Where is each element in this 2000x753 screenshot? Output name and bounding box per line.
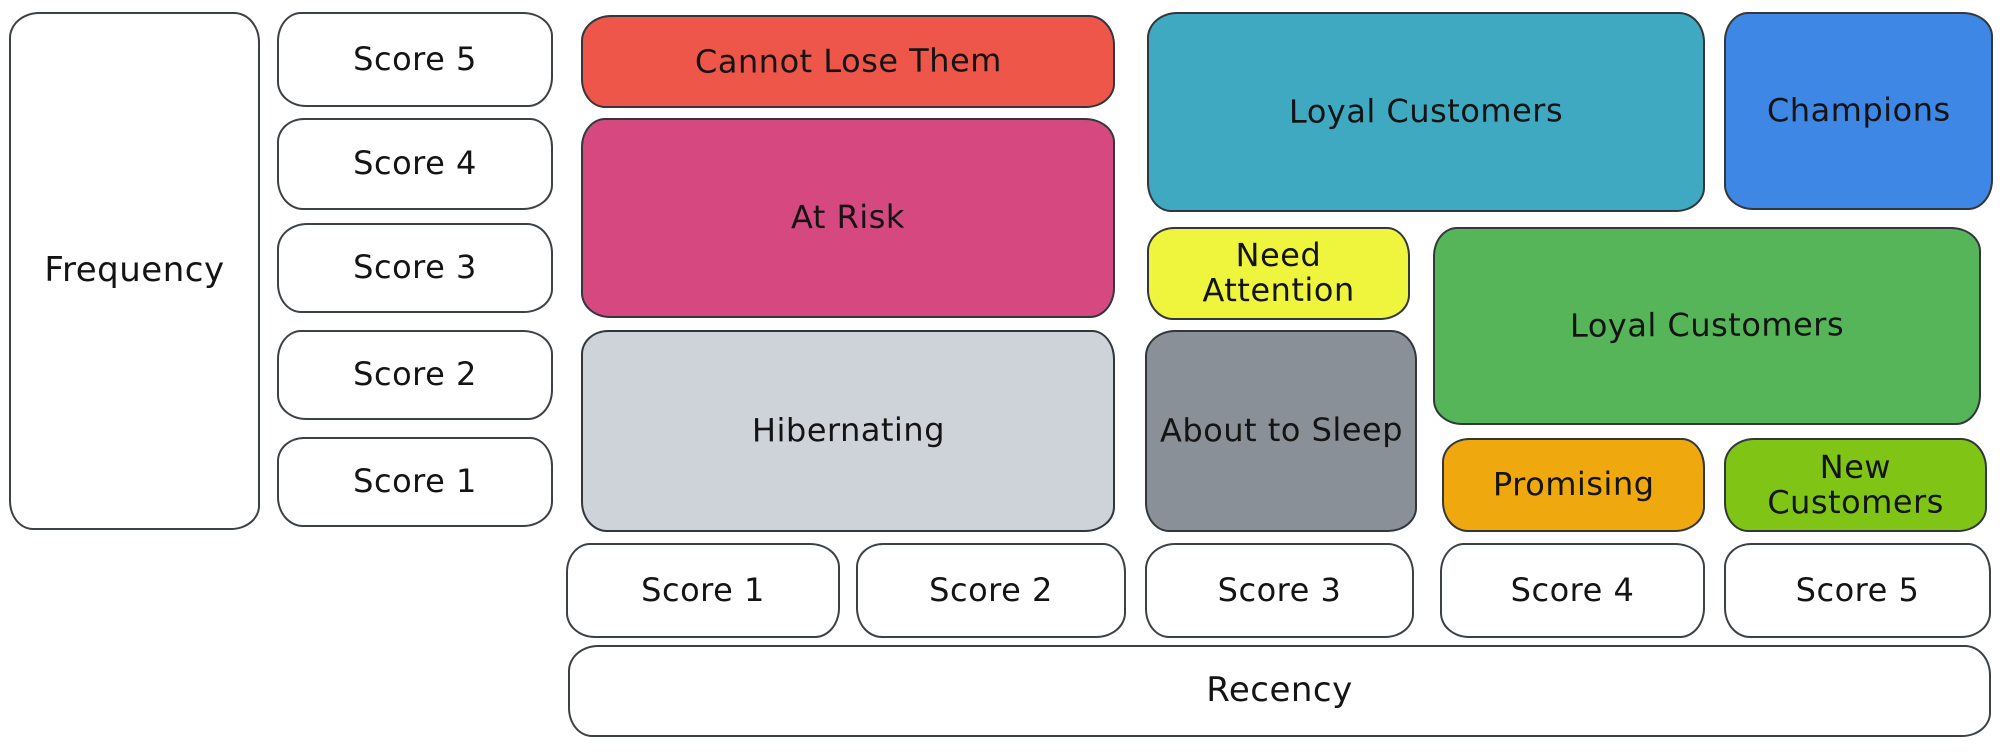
recency-score-box-3-label: Score 3 — [1217, 570, 1342, 609]
segment-loyal-customers-top-label: Loyal Customers — [1288, 91, 1564, 132]
segment-promising-label: Promising — [1492, 464, 1655, 504]
frequency-score-box-3: Score 3 — [277, 223, 553, 313]
recency-axis-label-box-label: Recency — [1206, 670, 1353, 711]
segment-cannot-lose-them: Cannot Lose Them — [581, 15, 1115, 108]
frequency-score-box-4-label: Score 4 — [353, 144, 477, 183]
recency-score-box-2-label: Score 2 — [929, 570, 1053, 609]
recency-score-box-2: Score 2 — [856, 543, 1126, 638]
segment-loyal-customers-right-label: Loyal Customers — [1569, 305, 1845, 346]
recency-score-box-4-label: Score 4 — [1510, 570, 1635, 609]
frequency-score-box-4: Score 4 — [277, 118, 553, 210]
frequency-score-box-1-label: Score 1 — [353, 462, 477, 501]
segment-champions-label: Champions — [1766, 90, 1951, 130]
recency-score-box-1: Score 1 — [566, 543, 840, 638]
segment-hibernating-label: Hibernating — [751, 410, 945, 450]
segment-at-risk: At Risk — [581, 118, 1115, 318]
frequency-score-box-3-label: Score 3 — [353, 248, 477, 287]
segment-need-attention-label: Need Attention — [1202, 236, 1355, 310]
segment-about-to-sleep: About to Sleep — [1145, 330, 1417, 532]
segment-loyal-customers-right: Loyal Customers — [1433, 227, 1981, 425]
segment-loyal-customers-top: Loyal Customers — [1147, 12, 1705, 212]
segment-promising: Promising — [1442, 438, 1705, 532]
segment-champions: Champions — [1724, 12, 1993, 210]
segment-hibernating: Hibernating — [581, 330, 1115, 532]
recency-score-box-4: Score 4 — [1440, 543, 1705, 638]
frequency-axis-label-box-label: Frequency — [44, 250, 225, 291]
recency-score-box-5: Score 5 — [1724, 543, 1991, 638]
frequency-score-box-1: Score 1 — [277, 437, 553, 527]
frequency-score-box-5-label: Score 5 — [353, 39, 477, 78]
recency-score-box-3: Score 3 — [1145, 543, 1414, 638]
frequency-score-box-2-label: Score 2 — [353, 355, 477, 394]
segment-at-risk-label: At Risk — [790, 198, 906, 237]
frequency-axis-label-box: Frequency — [9, 12, 260, 530]
segment-about-to-sleep-label: About to Sleep — [1159, 410, 1403, 451]
segment-new-customers: New Customers — [1724, 438, 1987, 532]
recency-score-box-1-label: Score 1 — [641, 570, 765, 609]
segment-need-attention: Need Attention — [1147, 227, 1410, 320]
frequency-score-box-5: Score 5 — [277, 12, 553, 107]
segment-cannot-lose-them-label: Cannot Lose Them — [694, 41, 1002, 81]
recency-axis-label-box: Recency — [568, 645, 1991, 737]
frequency-score-box-2: Score 2 — [277, 330, 553, 420]
segment-new-customers-label: New Customers — [1767, 447, 1944, 522]
recency-score-box-5-label: Score 5 — [1795, 570, 1920, 609]
